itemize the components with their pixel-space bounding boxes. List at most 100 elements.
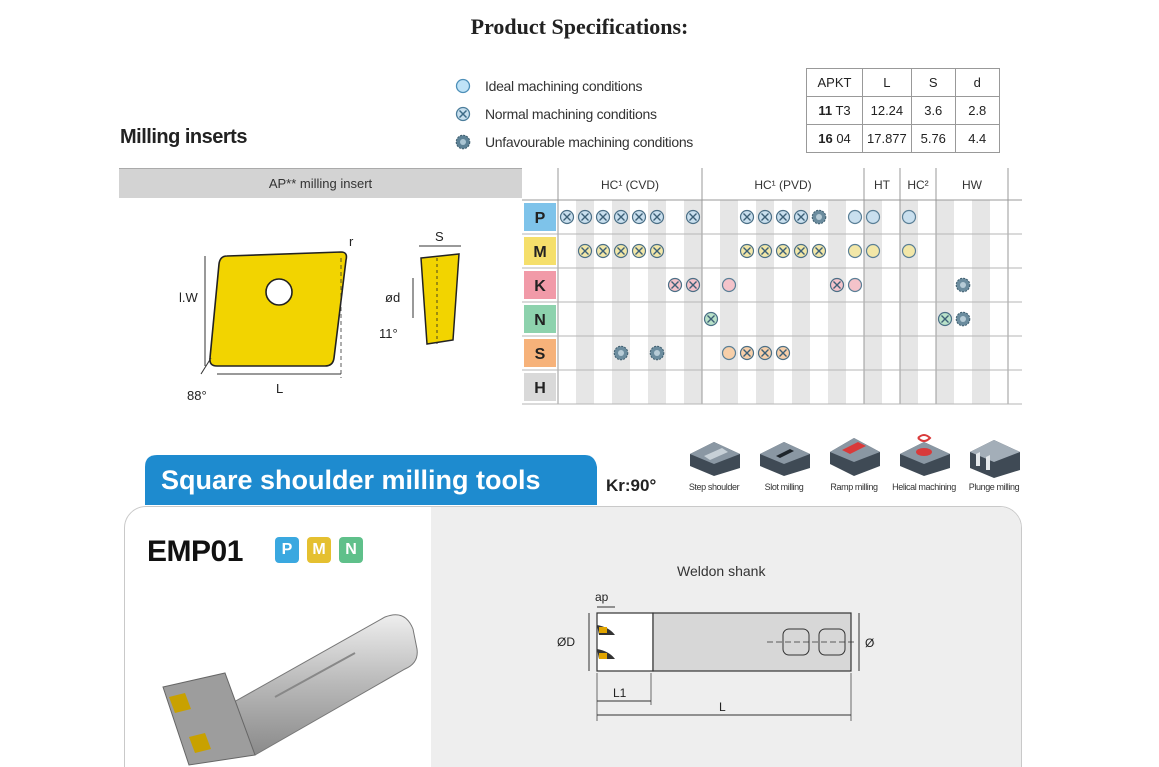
ideal-circle-icon	[847, 243, 863, 259]
D-label: ØD	[557, 635, 575, 649]
material-letter: H	[534, 380, 546, 397]
product-card: EMP01 P M N Weldon shank	[124, 506, 1022, 767]
page-title: Product Specifications:	[470, 14, 689, 39]
cross-mark	[689, 213, 697, 221]
material-letter: N	[534, 312, 546, 329]
mode-label: Plunge milling	[968, 482, 1020, 492]
banner-title: Square shoulder milling tools	[161, 465, 541, 495]
group-header: HC²	[907, 178, 928, 192]
unfavourable-gear-icon	[455, 134, 471, 150]
cross-mark	[671, 281, 679, 289]
ideal-circle-icon	[721, 277, 737, 293]
cross-mark	[617, 213, 625, 221]
spec-header-apkt: APKT	[806, 68, 863, 97]
ideal-circle-icon	[865, 209, 881, 225]
group-header: HC¹ (PVD)	[754, 178, 811, 192]
legend-label: Normal machining conditions	[485, 106, 657, 122]
cross-mark	[653, 213, 661, 221]
spec-table-header: APKT L S d	[806, 68, 1000, 97]
mode-label: Helical machining	[892, 482, 956, 492]
cross-mark	[563, 213, 571, 221]
group-header: HC¹ (CVD)	[601, 178, 659, 192]
cross-mark	[635, 213, 643, 221]
table-row: 16 04 17.877 5.76 4.4	[806, 124, 1000, 153]
insert-drawing: l.W L r 88° S ød 11°	[179, 229, 461, 403]
tool-dimension-drawing: ap ØD Ød L1 L	[557, 590, 875, 721]
ideal-circle-icon	[901, 243, 917, 259]
machining-legend: Ideal machining conditions Normal machin…	[455, 72, 693, 156]
spec-header-d: d	[954, 68, 1000, 97]
cross-mark	[779, 213, 787, 221]
cross-mark	[599, 213, 607, 221]
mode-label: Step shoulder	[688, 482, 740, 492]
material-swatch	[524, 203, 556, 231]
step-shoulder-icon	[690, 442, 740, 476]
material-letter: P	[535, 210, 546, 227]
tools-banner: Square shoulder milling tools	[145, 455, 597, 505]
l-label: L	[276, 381, 283, 396]
cross-mark	[599, 247, 607, 255]
spec-d: 4.4	[954, 124, 1000, 153]
application-grid: AP** milling insert l.W L r 88° S ød 11°…	[119, 168, 1022, 406]
cross-mark	[653, 247, 661, 255]
spec-size: 11	[818, 103, 833, 118]
shank-type: Weldon shank	[677, 563, 766, 579]
gear-center	[960, 316, 966, 322]
cross-mark	[833, 281, 841, 289]
spec-d: 2.8	[954, 96, 1000, 125]
s-label: S	[435, 229, 444, 244]
spec-table: APKT L S d 11 T3 12.24 3.6 2.8 16 04 17.…	[806, 68, 1000, 153]
spec-header-s: S	[910, 68, 956, 97]
spec-code: 04	[836, 131, 851, 146]
d-label: ød	[385, 290, 400, 305]
cross-mark	[797, 213, 805, 221]
mode-plunge-milling: Plunge milling	[960, 430, 1028, 492]
cross-mark	[761, 247, 769, 255]
group-header: HW	[962, 178, 983, 192]
ideal-circle-icon	[455, 78, 471, 94]
cross-mark	[761, 349, 769, 357]
lw-label: l.W	[179, 290, 199, 305]
table-row: 11 T3 12.24 3.6 2.8	[806, 96, 1000, 125]
cross-mark	[761, 213, 769, 221]
end-mill-photo	[162, 614, 418, 766]
legend-ideal: Ideal machining conditions	[455, 72, 693, 100]
spec-l: 12.24	[862, 96, 912, 125]
ideal-circle-icon	[721, 345, 737, 361]
spec-s: 3.6	[910, 96, 956, 125]
helical-machining-icon	[900, 434, 950, 476]
material-swatch	[524, 271, 556, 299]
cross-mark	[635, 247, 643, 255]
legend-label: Unfavourable machining conditions	[485, 134, 694, 150]
spec-s: 5.76	[910, 124, 956, 153]
banner-shape	[145, 455, 597, 505]
group-header: HT	[874, 178, 891, 192]
mode-ramp-milling: Ramp milling	[820, 430, 888, 492]
material-swatch	[524, 339, 556, 367]
mode-slot-milling: Slot milling	[750, 430, 818, 492]
ideal-circle-icon	[865, 243, 881, 259]
gear-center	[618, 350, 624, 356]
spec-size-cell: 16 04	[806, 124, 863, 153]
normal-cross-circle-icon	[455, 106, 471, 122]
insert-label: AP** milling insert	[119, 168, 522, 198]
d-label: Ød	[865, 636, 875, 650]
cross-mark	[743, 213, 751, 221]
material-letter: S	[535, 346, 546, 363]
slot-milling-icon	[760, 442, 810, 476]
cross-mark	[743, 247, 751, 255]
angle-line	[200, 357, 212, 375]
badge-m: M	[307, 537, 331, 563]
material-swatch	[524, 373, 556, 401]
material-swatch	[524, 237, 556, 265]
mode-helical-machining: Helical machining	[890, 430, 958, 492]
mode-label: Slot milling	[764, 482, 804, 492]
section-title: Milling inserts	[120, 126, 247, 148]
badge-n: N	[339, 537, 363, 563]
kr-angle: Kr:90°	[606, 476, 657, 495]
insert-hole	[265, 278, 293, 306]
spec-l: 17.877	[862, 124, 912, 153]
ideal-circle-icon	[847, 277, 863, 293]
machining-modes: Step shoulder Slot milling Ramp milling …	[680, 430, 1025, 500]
